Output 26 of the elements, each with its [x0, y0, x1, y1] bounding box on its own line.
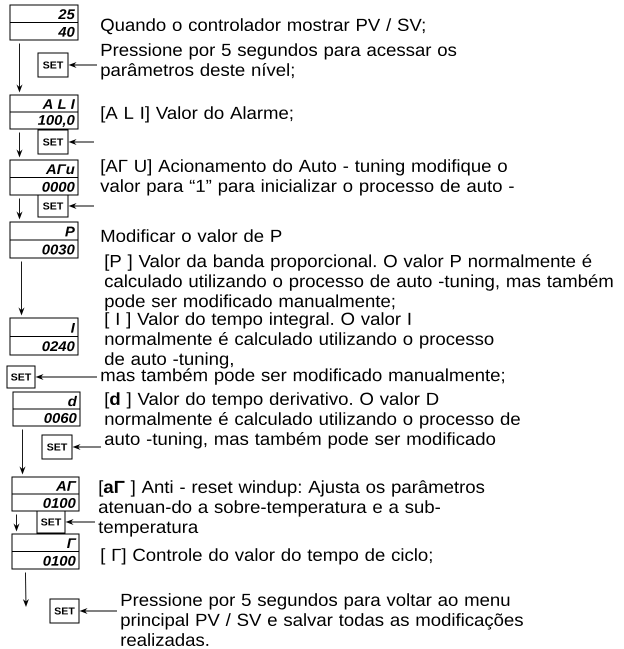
description-text: [P ] Valor da banda proporcional. O valor P normalmente é calculado utilizando o processo de auto -tuning, mas também pode ser modificado manualmente;: [104, 254, 613, 311]
display-box: AΓu 0000: [10, 160, 78, 196]
display-box: AΓ 0100: [12, 476, 80, 512]
set-button: SET: [36, 510, 66, 534]
description-text: Quando o controlador mostrar PV / SV;: [101, 18, 425, 34]
description-text: Pressione por 5 segundos para voltar ao menu principal PV / SV e salvar todas as modificações realizadas.: [121, 593, 523, 646]
description-text: Modificar o valor de P: [102, 229, 282, 242]
description-text: [aΓ ] Anti - reset windup: Ajusta os parâmetros atenuan-do a sobre-temperatura e a sub-temperatura: [98, 480, 484, 537]
display-box: A L I 100,0: [10, 94, 78, 130]
set-button: SET: [42, 434, 72, 460]
set-button: SET: [6, 366, 36, 388]
set-button: SET: [50, 598, 80, 624]
description-text: Pressione por 5 segundos para acessar os parâmetros deste nível;: [101, 43, 456, 80]
set-button: SET: [38, 130, 68, 154]
description-text: [d ] Valor do tempo derivativo. O valor D normalmente é calculado utilizando o processo de auto -tuning, mas também pode ser modificado: [104, 392, 520, 449]
display-box: Γ 0100: [12, 534, 80, 570]
set-button: SET: [38, 194, 68, 218]
description-text: [A L I] Valor do Alarme;: [102, 106, 292, 123]
set-button: SET: [38, 52, 68, 78]
display-box: d 0060: [12, 392, 80, 426]
display-box: 25 40: [10, 4, 78, 40]
display-box: P 0030: [10, 222, 78, 258]
display-box: I 0240: [10, 318, 78, 356]
description-text: [AΓ U] Acionamento do Auto - tuning modifique o valor para “1” para inicializar o processo de auto -: [100, 159, 514, 196]
description-text: mas também pode ser modificado manualmente;: [101, 368, 504, 385]
description-text: [ Γ] Controle do valor do tempo de ciclo;: [102, 548, 432, 565]
